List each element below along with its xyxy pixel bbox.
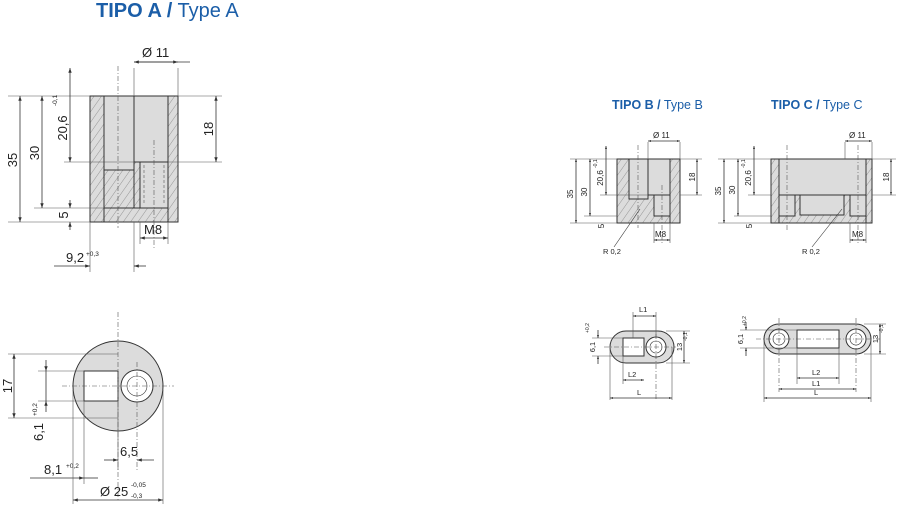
type-b-h13-label: 13 [675, 343, 684, 351]
type-b-top-view: L1 6,1 +0,2 13 -0,1 L2 L [585, 305, 690, 400]
type-c-side-view: Ø 11 35 30 20,6 -0,1 18 5 M8 R 0,2 [714, 131, 896, 256]
type-b-l2-label: L2 [628, 370, 636, 379]
type-c-heading: TIPO C / Type C [771, 98, 862, 112]
type-b-thread-label: M8 [655, 230, 667, 239]
type-b-h18-label: 18 [688, 172, 697, 181]
type-a-bore-left [103, 95, 135, 171]
type-a-left-wall [89, 95, 105, 223]
type-c-radius-label: R 0,2 [802, 247, 820, 256]
type-a-h18-label: 18 [201, 122, 216, 136]
type-c-heading-light: Type C [819, 98, 863, 112]
type-a-w8-1-label: 8,1 [44, 462, 62, 477]
type-b-h30-label: 30 [580, 187, 589, 196]
type-b-l1-label: L1 [639, 305, 647, 314]
type-c-l-label: L [814, 388, 818, 397]
type-b-h35-label: 35 [566, 189, 575, 198]
type-b-heading-bold: TIPO B / [612, 98, 661, 112]
type-b-h5-label: 5 [597, 223, 606, 228]
type-b-bore [628, 158, 649, 200]
type-b-heading: TIPO B / Type B [612, 98, 703, 112]
type-c-counterbore-band [770, 158, 873, 196]
type-b-l-label: L [637, 388, 641, 397]
type-b-h13-tol: -0,1 [683, 332, 689, 341]
type-b-h20-6-tol: -0,1 [593, 159, 599, 168]
type-a-h35-label: 35 [5, 153, 20, 167]
type-a-h6-1-label: 6,1 [31, 423, 46, 441]
type-a-h6-1-tol: +0,2 [32, 403, 39, 416]
type-a-h5-label: 5 [56, 211, 71, 218]
type-c-slot [799, 194, 845, 216]
type-a-top-view: 17 6,1 +0,2 6,5 8,1 +0,2 Ø 25 -0,05 -0,3 [0, 312, 174, 504]
type-a-w8-1-tol: +0,2 [66, 463, 79, 470]
type-c-h13-tol: -0,1 [879, 324, 885, 333]
type-c-h35-label: 35 [714, 186, 723, 195]
type-c-h18-label: 18 [882, 172, 891, 181]
type-c-h20-6-label: 20,6 [744, 170, 753, 186]
type-b-side-view: Ø 11 35 30 20,6 -0,1 18 5 M8 R 0,2 [566, 131, 702, 256]
type-a-base [103, 207, 169, 223]
type-a-heading: TIPO A / Type A [96, 0, 239, 23]
type-a-h20-6-label: 20,6 [55, 115, 70, 140]
type-b-h6-1-label: 6,1 [588, 342, 597, 352]
type-a-dia11-label: Ø 11 [142, 45, 169, 60]
type-a-h30-label: 30 [27, 146, 42, 160]
type-a-heading-bold: TIPO A / [96, 0, 173, 22]
type-c-heading-bold: TIPO C / [771, 98, 820, 112]
type-c-top-view: 6,1 +0,2 13 -0,1 L2 L1 L [736, 316, 886, 402]
type-a-h20-6-tol: -0,1 [52, 94, 59, 106]
type-c-thread-label: M8 [852, 230, 864, 239]
type-c-h6-1-label: 6,1 [736, 334, 745, 344]
type-c-h30-label: 30 [728, 185, 737, 194]
type-b-radius-label: R 0,2 [603, 247, 621, 256]
type-a-dia25-tol-low: -0,3 [131, 493, 143, 500]
type-a-w9-2-label: 9,2 [66, 250, 84, 265]
type-b-h6-1-tol: +0,2 [585, 323, 591, 333]
type-b-dia11-label: Ø 11 [653, 131, 670, 140]
type-a-thread-label: M8 [144, 222, 162, 237]
type-a-heading-light: Type A [172, 0, 239, 22]
type-c-dia11-label: Ø 11 [849, 131, 866, 140]
type-a-side-view: Ø 11 35 30 20,6 -0,1 18 5 M8 9,2 +0,3 [5, 45, 222, 272]
type-a-dia25-tol-up: -0,05 [131, 482, 146, 489]
type-a-w6-5-label: 6,5 [120, 444, 138, 459]
type-a-h17-label: 17 [0, 379, 15, 393]
type-c-l1-label: L1 [812, 379, 820, 388]
type-c-h6-1-tol: +0,2 [742, 316, 748, 326]
type-b-h20-6-label: 20,6 [596, 170, 605, 186]
type-c-h5-label: 5 [745, 223, 754, 228]
type-b-heading-light: Type B [660, 98, 703, 112]
type-c-h20-6-tol: -0,1 [741, 159, 747, 168]
type-a-right-wall [167, 95, 179, 223]
type-a-w9-2-tol: +0,3 [86, 251, 99, 258]
type-a-dia25-label: Ø 25 [100, 484, 128, 499]
type-c-l2-label: L2 [812, 368, 820, 377]
type-c-h13-label: 13 [871, 335, 880, 343]
